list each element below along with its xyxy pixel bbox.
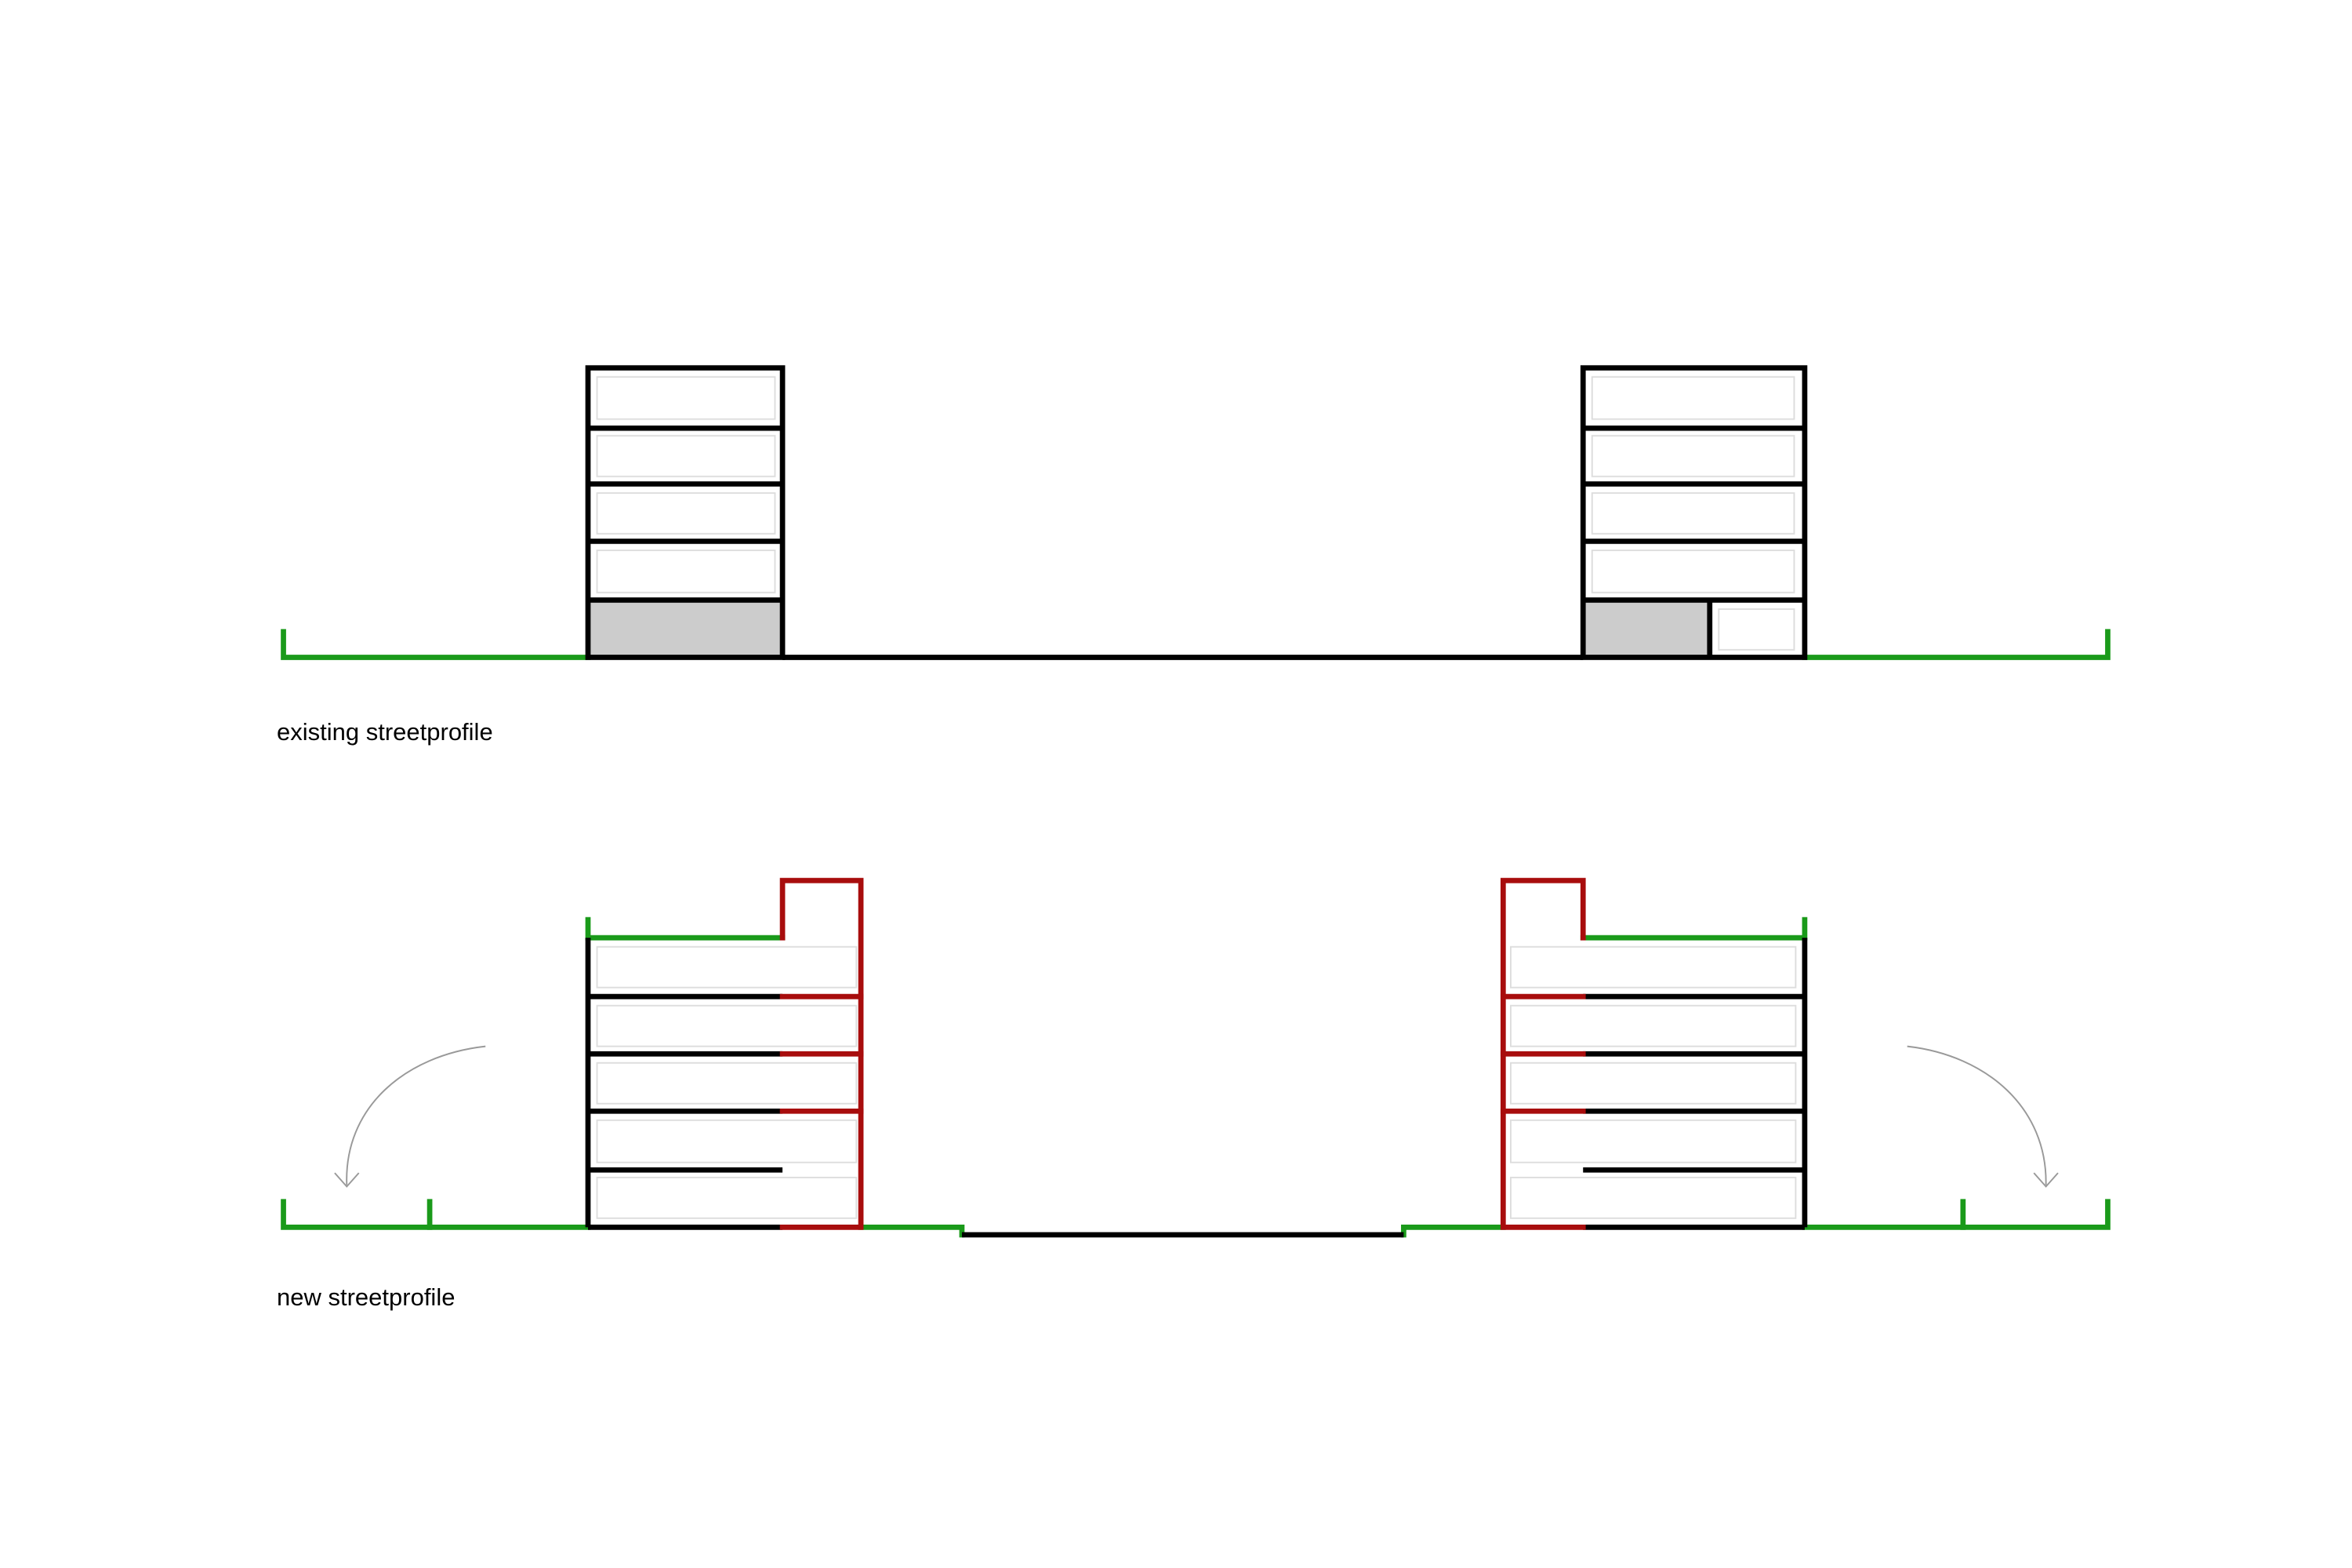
new-right-green-ground: [1802, 1199, 2111, 1230]
new-left-sidewalk: [858, 1225, 965, 1238]
new-right-sidewalk: [1401, 1225, 1506, 1238]
new-streetprofile-caption: new streetprofile: [277, 1283, 456, 1311]
new-right-roof-terrace: [1580, 916, 1808, 941]
new-left-building: [585, 938, 783, 1230]
existing-streetprofile-caption: existing streetprofile: [277, 718, 493, 746]
new-streetprofile: [281, 877, 2111, 1238]
relocation-arrows: [334, 1045, 2059, 1188]
existing-left-ground-floor-fill: [588, 600, 783, 658]
existing-right-building: [1580, 365, 1808, 660]
existing-green-ground: [281, 629, 2111, 660]
new-left-addition: [779, 877, 864, 1230]
right-arrowhead: [2033, 1172, 2059, 1188]
left-arrowhead: [334, 1172, 360, 1188]
existing-streetprofile: [281, 365, 2111, 660]
existing-right-ground-floor-fill: [1583, 600, 1710, 658]
right-arrow: [1907, 1045, 2047, 1185]
existing-right-green-ground: [1802, 629, 2111, 660]
left-arrow: [346, 1045, 486, 1185]
new-left-roof-terrace: [585, 916, 786, 941]
new-right-addition: [1500, 877, 1586, 1230]
existing-left-green-ground: [281, 629, 591, 660]
existing-left-building-outline: [585, 365, 786, 660]
new-right-building: [1583, 938, 1808, 1230]
new-left-green-ground: [281, 1199, 591, 1230]
existing-right-building-outline: [1580, 365, 1808, 660]
new-green-surfaces: [281, 916, 2111, 1238]
existing-left-building: [585, 365, 786, 660]
